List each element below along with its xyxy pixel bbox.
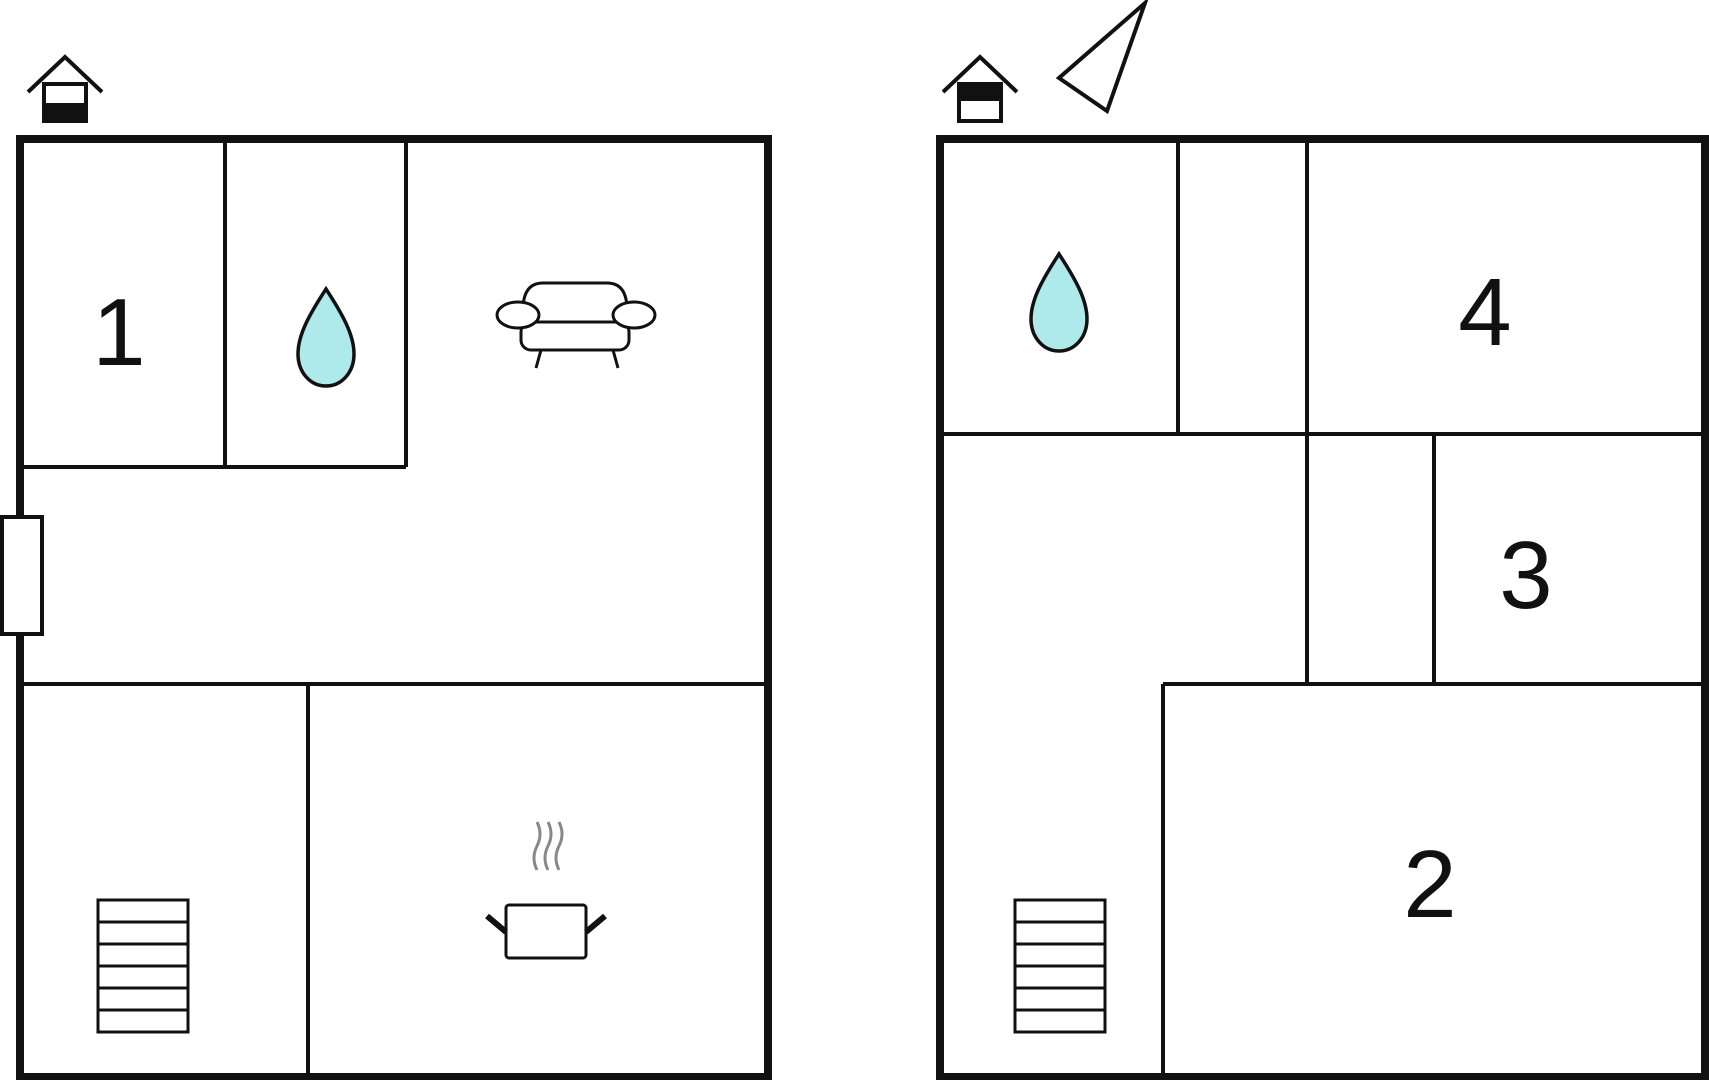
room-number-3: 3 — [1499, 522, 1552, 629]
cooking-pot-icon — [485, 821, 607, 960]
upper-floor-interior-walls — [940, 139, 1705, 1077]
stairs-icon — [1013, 898, 1107, 1034]
upper-floor-plan: 4 3 2 — [936, 0, 1709, 1080]
water-drop-icon — [1029, 250, 1089, 353]
room-number-4: 4 — [1458, 259, 1511, 366]
room-number-1: 1 — [92, 279, 145, 386]
north-arrow-icon — [1055, 0, 1149, 115]
room-number-2: 2 — [1403, 831, 1456, 938]
stairs-icon — [96, 898, 190, 1034]
sofa-icon — [495, 281, 657, 369]
ground-floor-interior-walls — [20, 139, 768, 1077]
upper-floor-outer-wall — [936, 135, 1709, 1080]
ground-floor-house-icon — [26, 54, 104, 123]
door-icon — [0, 515, 44, 636]
upper-floor-house-icon — [941, 54, 1019, 123]
ground-floor-plan: 1 — [0, 54, 772, 1080]
water-drop-icon — [296, 285, 356, 388]
